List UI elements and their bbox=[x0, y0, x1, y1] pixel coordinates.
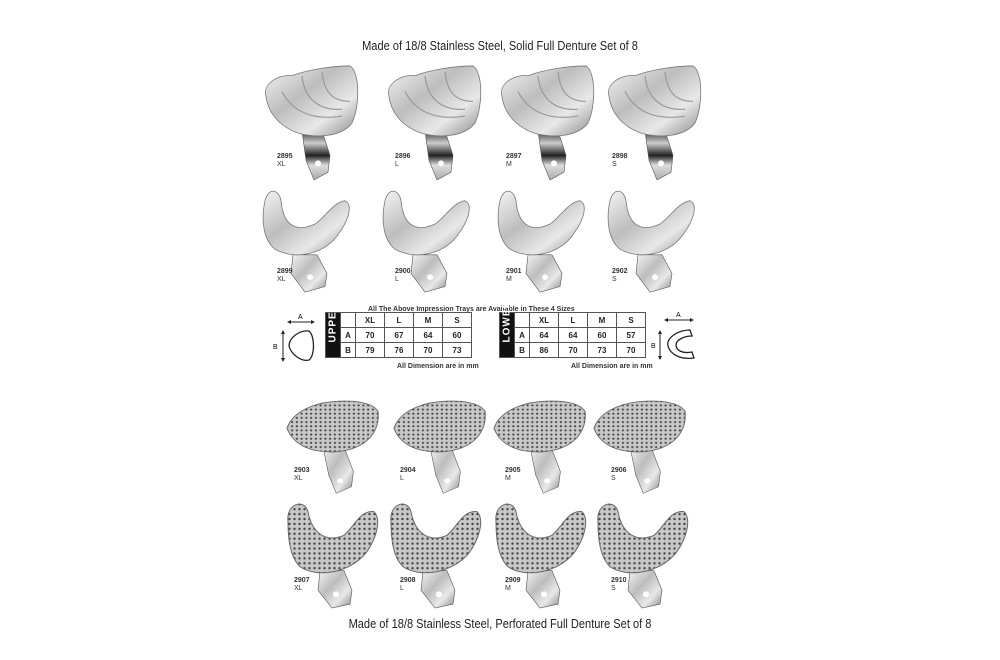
product-size: M bbox=[506, 276, 512, 283]
diagram-label-a: A bbox=[676, 312, 681, 319]
product-code: 2905 bbox=[505, 467, 521, 474]
lower-dimension-table: LOWER XL L M S A 64 64 60 57 B 86 70 73 … bbox=[499, 300, 646, 358]
size-header: L bbox=[558, 312, 588, 328]
size-header: S bbox=[616, 312, 646, 328]
diagram-label-a: A bbox=[298, 314, 303, 321]
table-caption: All The Above Impression Trays are Avail… bbox=[368, 306, 575, 313]
row-label: B bbox=[340, 342, 356, 358]
lower-solid-tray-image bbox=[255, 182, 355, 294]
product-size: L bbox=[400, 475, 404, 482]
upper-units-note: All Dimension are in mm bbox=[397, 363, 479, 370]
row-label: A bbox=[514, 327, 530, 343]
cell: 64 bbox=[413, 327, 443, 343]
cell: 70 bbox=[413, 342, 443, 358]
product-size: XL bbox=[294, 475, 303, 482]
product-size: L bbox=[395, 161, 399, 168]
product-code: 2896 bbox=[395, 153, 411, 160]
product-code: 2904 bbox=[400, 467, 416, 474]
diagram-label-b: B bbox=[273, 344, 278, 351]
product-code: 2895 bbox=[277, 153, 293, 160]
product-size: XL bbox=[277, 161, 286, 168]
lower-solid-tray-image bbox=[490, 182, 590, 294]
product-size: S bbox=[611, 585, 616, 592]
product-size: M bbox=[506, 161, 512, 168]
product-code: 2907 bbox=[294, 577, 310, 584]
cell: 57 bbox=[616, 327, 646, 343]
product-code: 2906 bbox=[611, 467, 627, 474]
bottom-title: Made of 18/8 Stainless Steel, Perforated… bbox=[348, 616, 652, 631]
lower-units-note: All Dimension are in mm bbox=[571, 363, 653, 370]
cell: 60 bbox=[442, 327, 472, 343]
product-code: 2898 bbox=[612, 153, 628, 160]
cell: 73 bbox=[442, 342, 472, 358]
upper-tray-diagram: A B bbox=[273, 314, 315, 362]
product-code: 2901 bbox=[506, 268, 522, 275]
product-code: 2902 bbox=[612, 268, 628, 275]
row-label: B bbox=[514, 342, 530, 358]
cell: 70 bbox=[616, 342, 646, 358]
cell: 86 bbox=[529, 342, 559, 358]
cell: 76 bbox=[384, 342, 414, 358]
product-code: 2908 bbox=[400, 577, 416, 584]
product-code: 2910 bbox=[611, 577, 627, 584]
lower-solid-tray-image bbox=[375, 182, 475, 294]
cell: 70 bbox=[558, 342, 588, 358]
upper-dimension-table: UPPER XL L M S A 70 67 64 60 B 79 76 70 … bbox=[325, 303, 472, 358]
product-size: XL bbox=[294, 585, 303, 592]
product-code: 2903 bbox=[294, 467, 310, 474]
size-header: L bbox=[384, 312, 414, 328]
product-code: 2899 bbox=[277, 268, 293, 275]
cell: 64 bbox=[529, 327, 559, 343]
product-code: 2897 bbox=[506, 153, 522, 160]
upper-perf-tray-image bbox=[592, 395, 687, 495]
cell: 73 bbox=[587, 342, 617, 358]
cell: 67 bbox=[384, 327, 414, 343]
product-code: 2900 bbox=[395, 268, 411, 275]
row-label: A bbox=[340, 327, 356, 343]
product-size: L bbox=[395, 276, 399, 283]
product-size: M bbox=[505, 475, 511, 482]
lower-tray-diagram: A B bbox=[651, 312, 695, 360]
diagram-label-b: B bbox=[651, 343, 656, 350]
top-title: Made of 18/8 Stainless Steel, Solid Full… bbox=[362, 38, 638, 53]
size-header: XL bbox=[355, 312, 385, 328]
size-header: M bbox=[587, 312, 617, 328]
product-size: S bbox=[612, 276, 617, 283]
product-size: M bbox=[505, 585, 511, 592]
product-size: XL bbox=[277, 276, 286, 283]
product-size: S bbox=[611, 475, 616, 482]
cell: 64 bbox=[558, 327, 588, 343]
cell: 79 bbox=[355, 342, 385, 358]
lower-perf-tray-image bbox=[592, 492, 692, 610]
cell: 60 bbox=[587, 327, 617, 343]
size-header: M bbox=[413, 312, 443, 328]
upper-label: UPPER bbox=[325, 303, 341, 358]
product-size: L bbox=[400, 585, 404, 592]
cell: 70 bbox=[355, 327, 385, 343]
size-header: S bbox=[442, 312, 472, 328]
product-size: S bbox=[612, 161, 617, 168]
lower-label: LOWER bbox=[499, 300, 515, 358]
product-code: 2909 bbox=[505, 577, 521, 584]
size-header: XL bbox=[529, 312, 559, 328]
